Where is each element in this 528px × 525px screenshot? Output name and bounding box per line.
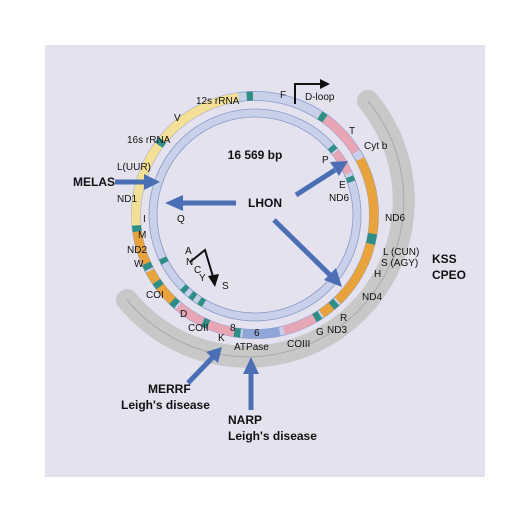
gene-s-inner: S xyxy=(222,281,229,292)
gene-e: E xyxy=(339,180,346,191)
gene-coii: COII xyxy=(188,323,209,334)
trna-tick-outer-3 xyxy=(146,263,149,269)
gene-l-cun: L (CUN) xyxy=(383,247,419,258)
gene-y: Y xyxy=(199,273,206,284)
genome-size-label: 16 569 bp xyxy=(228,148,283,162)
gene-g: G xyxy=(316,327,324,338)
gene-r: R xyxy=(340,313,347,324)
gene-atpase: ATPase xyxy=(234,342,269,353)
narp-leigh-label: Leigh's disease xyxy=(228,429,317,443)
gene-nd6: ND6 xyxy=(385,213,405,224)
trna-tick-inner-2 xyxy=(163,258,165,263)
merrf-leigh-label: Leigh's disease xyxy=(121,398,210,412)
gene-m: M xyxy=(138,230,146,241)
trna-tick-outer-9 xyxy=(331,302,336,306)
gene-nd1: ND1 xyxy=(117,194,137,205)
melas-label: MELAS xyxy=(73,175,115,189)
trna-tick-inner-4 xyxy=(191,294,195,297)
gene-n: N xyxy=(186,257,193,268)
trna-tick-inner-5 xyxy=(183,287,187,291)
gene-k: K xyxy=(218,333,225,344)
gene-cyt-b: Cyt b xyxy=(364,141,388,152)
trna-tick-outer-11 xyxy=(371,234,372,240)
trna-tick-inner-1 xyxy=(350,177,352,182)
gene-f: F xyxy=(280,90,286,101)
gene-v: V xyxy=(174,113,181,124)
trna-tick-outer-4 xyxy=(156,282,160,287)
gene-atp6: 6 xyxy=(254,328,260,339)
gene-nd3: ND3 xyxy=(327,325,347,336)
gene-d: D xyxy=(180,309,187,320)
gene-coi: COI xyxy=(146,290,164,301)
gene-h: H xyxy=(374,269,381,280)
gene-s-agy: S (AGY) xyxy=(381,258,418,269)
trna-tick-outer-12 xyxy=(320,115,325,119)
gene-l-uur: L(UUR) xyxy=(117,162,151,173)
gene-q: Q xyxy=(177,214,185,225)
gene-p: P xyxy=(322,155,329,166)
gene-nd6-inner: ND6 xyxy=(329,193,349,204)
gene-i: I xyxy=(143,214,146,225)
d-loop-label: D-loop xyxy=(305,92,335,103)
merrf-label: MERRF xyxy=(148,382,191,396)
gene-12s-rrna: 12s rRNA xyxy=(196,96,240,107)
gene-a: A xyxy=(185,246,192,257)
segment-atpase xyxy=(243,331,280,334)
gene-coiii: COIII xyxy=(287,339,310,350)
trna-tick-inner-3 xyxy=(199,301,204,304)
gene-16s-rrna: 16s rRNA xyxy=(127,135,171,146)
gene-t: T xyxy=(349,126,355,137)
gene-nd4: ND4 xyxy=(362,292,382,303)
cpeo-label: CPEO xyxy=(432,268,466,282)
narp-label: NARP xyxy=(228,413,262,427)
lhon-label: LHON xyxy=(248,196,282,210)
trna-tick-outer-8 xyxy=(315,315,320,318)
gene-w: W xyxy=(134,259,144,270)
trna-tick-inner-0 xyxy=(331,147,334,151)
trna-tick-outer-5 xyxy=(172,301,177,305)
gene-nd2: ND2 xyxy=(127,245,147,256)
gene-atp8: 8 xyxy=(230,323,236,334)
kss-label: KSS xyxy=(432,252,457,266)
